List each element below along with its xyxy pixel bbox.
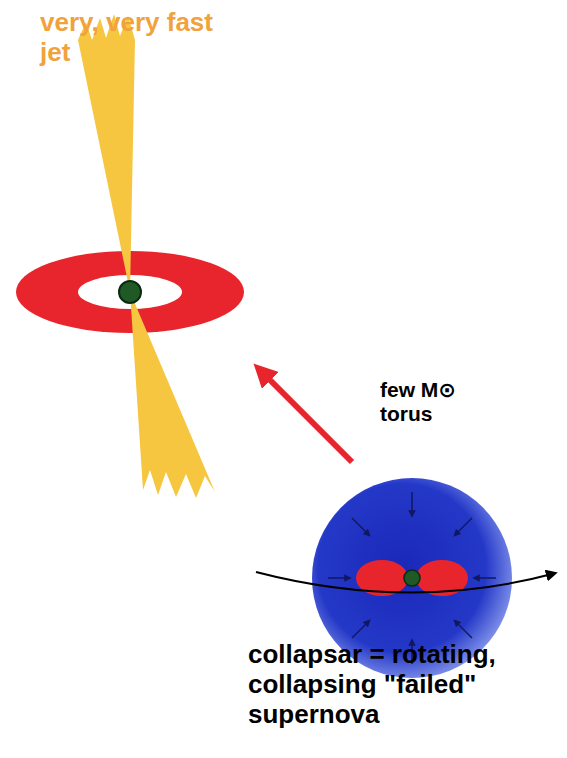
transition-arrow [262,372,352,462]
jet-label: very, very fast jet [40,8,215,68]
jet [78,14,215,498]
black-hole [119,281,141,303]
collapsar-label: collapsar = rotating, collapsing "failed… [248,640,548,730]
torus-label: few M⊙ torus [380,378,490,426]
